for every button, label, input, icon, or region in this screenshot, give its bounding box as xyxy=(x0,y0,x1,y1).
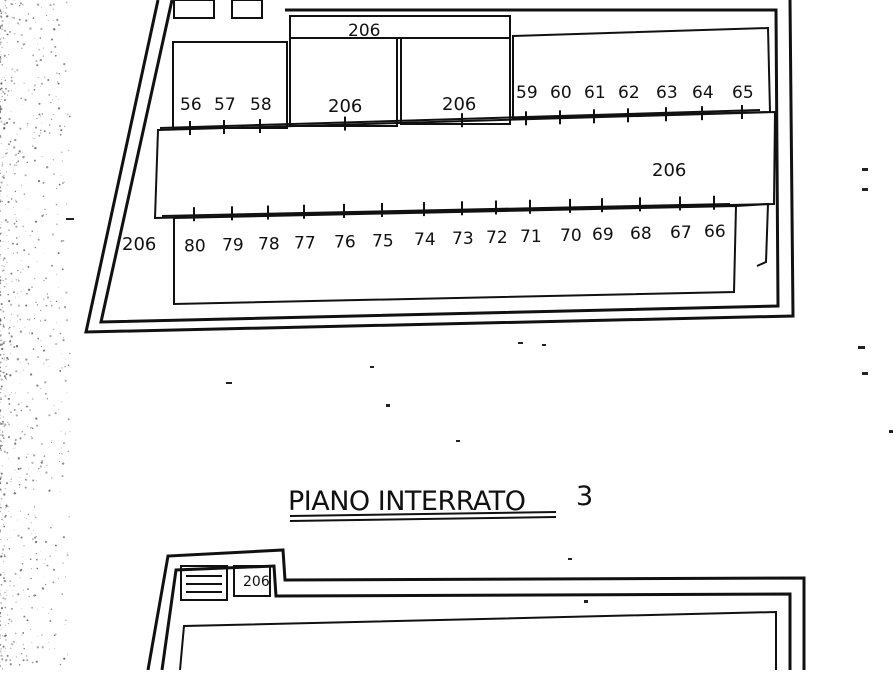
bottom-row-label-68: 68 xyxy=(630,224,652,244)
lift-block xyxy=(232,0,262,18)
title-underline-2 xyxy=(290,517,556,521)
plan-title-block: PIANO INTERRATO 3 xyxy=(288,481,593,521)
label-206-lower: 206 xyxy=(243,574,270,590)
bottom-row-label-80: 80 xyxy=(184,237,206,257)
bottom-row-label-72: 72 xyxy=(486,228,508,248)
top-corridor xyxy=(290,16,510,38)
bottom-row-label-77: 77 xyxy=(294,233,316,253)
bottom-row-label-69: 69 xyxy=(592,225,614,245)
top-row-label-61: 61 xyxy=(584,83,606,103)
outer-wall xyxy=(86,0,793,332)
scan-specks xyxy=(66,168,893,603)
lower-floor-plan: 206 xyxy=(148,550,804,670)
bottom-tick-baseline xyxy=(162,204,730,216)
top-row-label-60: 60 xyxy=(550,83,572,103)
bottom-row-labels: 80 79 78 77 76 75 74 73 72 71 70 69 68 67 66 xyxy=(184,222,726,257)
bottom-row-label-76: 76 xyxy=(334,232,356,252)
top-row-label-57: 57 xyxy=(214,95,236,115)
top-row-label-58: 58 xyxy=(250,95,272,115)
bottom-row-label-67: 67 xyxy=(670,223,692,243)
lower-inner-room xyxy=(180,612,776,670)
box-59-65 xyxy=(513,28,770,118)
bottom-row-label-66: 66 xyxy=(704,222,726,242)
top-row-label-59: 59 xyxy=(516,83,538,103)
bottom-row-label-75: 75 xyxy=(372,231,394,251)
top-row-label-56: 56 xyxy=(180,95,202,115)
bottom-row-label-78: 78 xyxy=(258,234,280,254)
bottom-row-label-79: 79 xyxy=(222,235,244,255)
label-206-box-a: 206 xyxy=(328,96,362,117)
label-206-left: 206 xyxy=(122,234,156,255)
bottom-row-label-74: 74 xyxy=(414,230,436,250)
upper-floor-plan: 206 206 206 206 206 56 57 58 59 60 61 62 63 64 65… xyxy=(86,0,793,332)
label-206-corridor: 206 xyxy=(652,160,686,181)
top-row-label-65: 65 xyxy=(732,83,754,103)
bottom-row-label-71: 71 xyxy=(520,227,542,247)
top-row-label-64: 64 xyxy=(692,83,714,103)
scan-noise xyxy=(0,0,71,670)
label-206-box-b: 206 xyxy=(442,94,476,115)
label-206-top: 206 xyxy=(348,21,380,41)
bottom-boxes xyxy=(174,206,736,304)
box-56-58 xyxy=(173,42,287,128)
stair-block xyxy=(174,0,214,18)
bottom-row-label-70: 70 xyxy=(560,226,582,246)
top-row-label-63: 63 xyxy=(656,83,678,103)
plan-number: 3 xyxy=(576,481,593,512)
top-row-label-62: 62 xyxy=(618,83,640,103)
bottom-row-label-73: 73 xyxy=(452,229,474,249)
right-notch xyxy=(736,204,768,266)
